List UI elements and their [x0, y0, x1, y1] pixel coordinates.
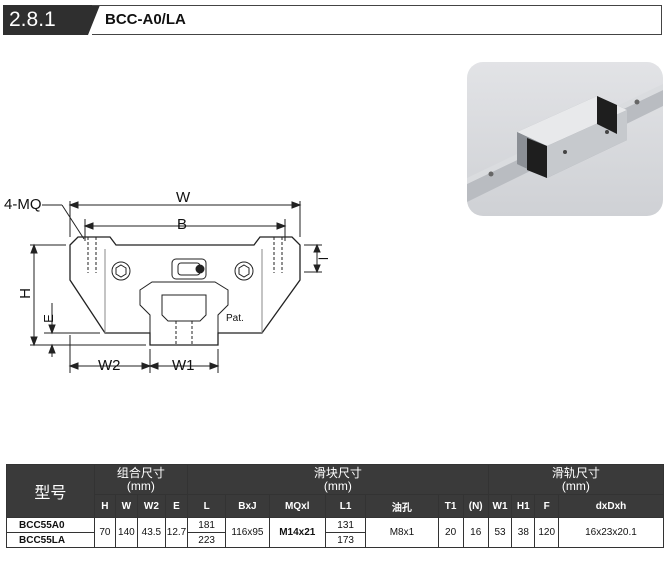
- product-photo-drawing: [467, 84, 663, 202]
- cell-t1: 20: [437, 517, 464, 548]
- group-rail-line2: (mm): [561, 478, 590, 493]
- cell-bxj: 116x95: [225, 517, 270, 548]
- spec-table: 型号 组合尺寸 (mm) 滑块尺寸 (mm) 滑轨尺寸 (mm) H W W2 …: [6, 464, 665, 548]
- title-box: [92, 5, 662, 35]
- col-mqxl: MQxl: [268, 494, 327, 518]
- label-l: l: [315, 257, 331, 260]
- group-rail-line1: 滑轨尺寸: [551, 465, 600, 480]
- cross-section-drawing: 4-MQ W B H E l W2 W1 Pat.: [0, 185, 340, 375]
- group-combo-line1: 组合尺寸: [116, 465, 165, 480]
- col-h: H: [93, 494, 117, 518]
- cell-oil: M8x1: [365, 517, 439, 548]
- col-w: W: [115, 494, 138, 518]
- section-header: 2.8.1 BCC-A0/LA: [0, 0, 672, 40]
- cell-w1: 53: [487, 517, 513, 548]
- label-e: E: [40, 314, 56, 323]
- cell-dxdxh: 16x23x20.1: [557, 517, 665, 548]
- cell-l: 223: [186, 532, 227, 548]
- product-photo: [467, 62, 663, 216]
- label-patent: Pat.: [226, 313, 244, 324]
- section-number: 2.8.1: [3, 5, 83, 35]
- model-header: 型号: [6, 464, 95, 518]
- header-slant: [80, 5, 100, 35]
- col-w2: W2: [136, 494, 167, 518]
- col-t1: T1: [437, 494, 464, 518]
- group-block-header: 滑块尺寸 (mm): [186, 464, 489, 495]
- col-n: (N): [462, 494, 489, 518]
- group-block-line2: (mm): [323, 478, 352, 493]
- col-oil: 油孔: [365, 494, 439, 518]
- table-row: BCC55A0 70 140 43.5 12.7 181 116x95 M14x…: [6, 517, 665, 548]
- model-cell: BCC55LA: [6, 532, 95, 548]
- table-row: BCC55LA 223 173: [6, 532, 664, 548]
- col-bxj: BxJ: [225, 494, 270, 518]
- cell-l: 181: [186, 517, 227, 533]
- col-dxdxh: dxDxh: [557, 494, 665, 518]
- label-4mq: 4-MQ: [4, 196, 42, 213]
- col-f: F: [534, 494, 559, 518]
- label-b: B: [177, 216, 188, 233]
- cell-h1: 38: [511, 517, 536, 548]
- model-cell: BCC55A0: [6, 517, 95, 533]
- col-l: L: [186, 494, 227, 518]
- cell-h: 70: [93, 517, 117, 548]
- cell-n: 16: [462, 517, 489, 548]
- cell-l1: 173: [325, 532, 367, 548]
- col-h1: H1: [511, 494, 536, 518]
- group-rail-header: 滑轨尺寸 (mm): [487, 464, 665, 495]
- group-block-line1: 滑块尺寸: [313, 465, 362, 480]
- label-w1: W1: [172, 357, 195, 374]
- cell-w: 140: [115, 517, 138, 548]
- cell-e: 12.7: [165, 517, 188, 548]
- group-combo-line2: (mm): [126, 478, 155, 493]
- label-w: W: [176, 189, 191, 206]
- label-w2: W2: [98, 357, 121, 374]
- section-title: BCC-A0/LA: [105, 11, 186, 28]
- cell-w2: 43.5: [136, 517, 167, 548]
- col-e: E: [165, 494, 188, 518]
- group-combo-header: 组合尺寸 (mm): [93, 464, 188, 495]
- label-h: H: [16, 288, 34, 299]
- cell-mqxl: M14x21: [268, 517, 327, 548]
- cell-l1: 131: [325, 517, 367, 533]
- cell-f: 120: [534, 517, 559, 548]
- col-l1: L1: [325, 494, 367, 518]
- col-w1: W1: [487, 494, 513, 518]
- cross-section-svg: [30, 201, 322, 373]
